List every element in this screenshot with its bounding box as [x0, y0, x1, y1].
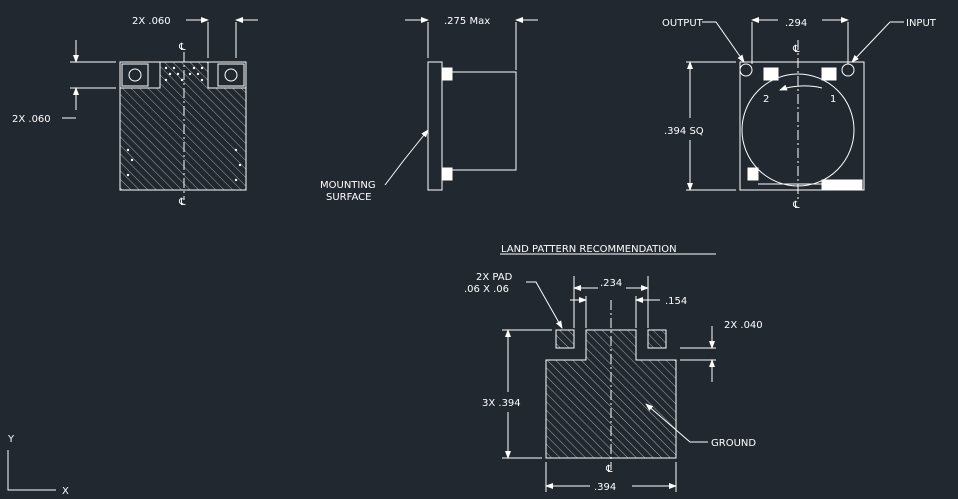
land-pattern-view: [500, 253, 716, 492]
mounting-label-line-1: MOUNTING: [320, 180, 376, 191]
front-top-dim-label: 2X .060: [132, 16, 171, 27]
mounting-leader: [384, 129, 429, 186]
ground-leader: [645, 403, 708, 443]
front-view: [62, 17, 258, 200]
rear-centerline-top: ℄: [792, 44, 800, 55]
rear-pad-bottom: [821, 179, 863, 191]
rear-output-terminal: [739, 63, 753, 77]
land-pad-right: [647, 329, 667, 349]
ucs-icon: [7, 450, 56, 491]
front-centerline-bottom: ℄: [178, 197, 186, 208]
front-terminal-right: [217, 63, 245, 87]
rear-view: [686, 17, 904, 200]
side-terminal-bottom: [441, 167, 453, 181]
mounting-label-line-2: SURFACE: [326, 192, 371, 203]
rear-pad-right: [821, 67, 837, 81]
front-body-hatch: [119, 61, 247, 191]
rear-centerline-bottom: ℄: [792, 200, 800, 211]
ucs-y-label: Y: [7, 434, 15, 445]
output-leader: [702, 21, 745, 63]
ucs-x-label: X: [62, 486, 69, 497]
land-pattern-title: LAND PATTERN RECOMMENDATION: [501, 244, 677, 255]
land-pad-left: [555, 329, 575, 349]
rear-body-outline: [739, 61, 865, 191]
rear-size-dim-label: .394 SQ: [664, 126, 704, 137]
output-label: OUTPUT: [662, 18, 704, 29]
pad-label-line-2: .06 X .06: [464, 284, 509, 295]
front-terminal-right-hole: [224, 68, 238, 82]
front-side-dim-label: 2X .060: [12, 114, 51, 125]
rotation-ccw-label: 2: [763, 94, 769, 105]
land-width-dim-2: .154: [665, 296, 687, 307]
rear-pad-left: [763, 67, 779, 81]
land-centerline-mark: ℄: [605, 464, 613, 475]
input-label: INPUT: [906, 18, 937, 29]
rear-input-terminal: [841, 63, 855, 77]
input-leader: [851, 21, 904, 63]
land-bottom-dim-label: .394: [594, 482, 616, 493]
front-centerline-top: ℄: [178, 42, 186, 53]
side-view: [384, 17, 538, 191]
rear-rotation-arrow: [779, 84, 823, 91]
land-gap-dim-label: 2X .040: [724, 320, 763, 331]
rear-pad-lower: [747, 167, 759, 181]
front-terminal-left: [121, 63, 149, 87]
ground-label: GROUND: [711, 438, 756, 449]
side-terminal-top: [441, 67, 453, 81]
pad-leader: [526, 281, 563, 329]
rear-spacing-dim-label: .294: [785, 18, 807, 29]
land-height-dim-label: 3X .394: [482, 398, 521, 409]
side-body: [441, 71, 517, 171]
front-terminal-left-hole: [128, 68, 142, 82]
rotation-cw-label: 1: [830, 94, 836, 105]
side-depth-dim-label: .275 Max: [444, 16, 490, 27]
pad-label-line-1: 2X PAD: [476, 272, 513, 283]
front-dot-pattern: [126, 66, 242, 182]
land-width-dim-1: .234: [600, 278, 622, 289]
side-flange: [427, 61, 443, 191]
